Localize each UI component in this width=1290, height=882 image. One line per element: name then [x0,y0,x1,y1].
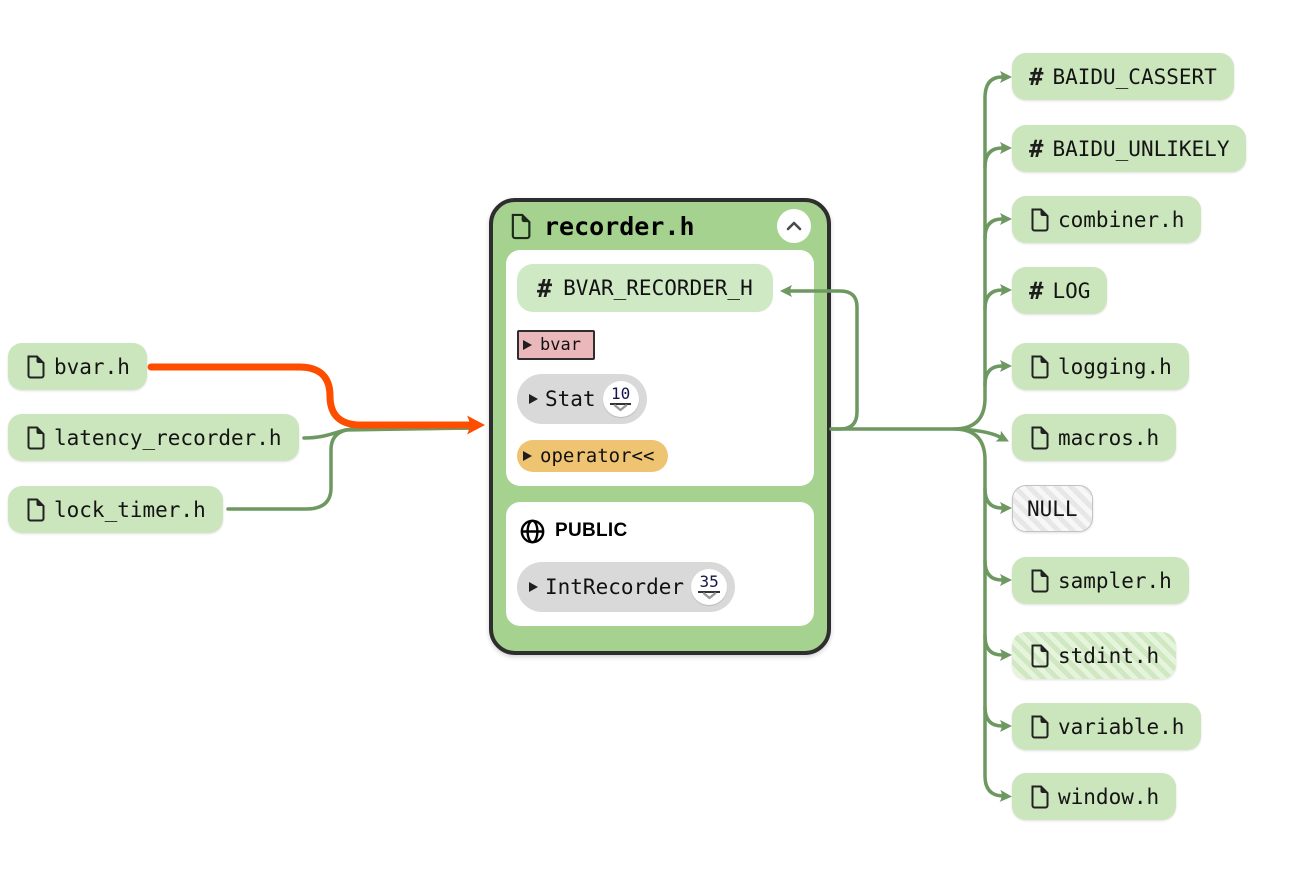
node-label: latency_recorder.h [54,425,282,450]
file-icon [27,355,45,378]
node-label: BAIDU_CASSERT [1052,64,1217,89]
symbol-class-intrecorder[interactable]: IntRecorder 35 [517,562,736,612]
file-icon [27,426,45,449]
file-icon [1031,355,1049,378]
symbol-label: BVAR_RECORDER_H [563,276,753,300]
symbol-function-operator-shl[interactable]: operator<< [517,440,669,472]
node-label: variable.h [1058,714,1185,739]
public-section-header: PUBLIC [517,516,628,546]
edge-to-sampler [983,559,1012,586]
file-icon [27,498,45,521]
node-label: bvar.h [54,354,130,379]
edge-to-macros [956,427,1009,442]
globe-icon [520,519,545,543]
file-icon [1031,644,1049,667]
member-count-badge[interactable]: 10 [602,381,639,417]
node-label: BAIDU_UNLIKELY [1052,136,1230,161]
file-icon [1031,208,1049,231]
triangle-right-icon [529,394,538,404]
node-title: recorder.h [544,211,695,241]
file-icon [511,213,531,239]
graph-node-macros-h[interactable]: macros.h [1012,414,1177,461]
node-label: lock_timer.h [54,497,206,522]
node-header: recorder.h [506,202,814,250]
edge-to-combiner [983,213,1012,240]
node-label: macros.h [1058,425,1160,450]
symbol-label: bvar [540,335,581,355]
file-icon [1031,426,1049,449]
graph-node-recorder-h[interactable]: recorder.h # BVAR_RECORDER_H bvar Stat 1… [489,198,831,655]
symbol-label: operator<< [540,445,655,467]
graph-node-null[interactable]: NULL [1012,485,1093,532]
node-label: stdint.h [1058,643,1160,668]
symbol-module-bvar[interactable]: bvar [517,330,595,360]
symbol-label: IntRecorder [545,575,685,599]
chevron-down-icon [702,592,716,600]
node-label: logging.h [1058,354,1172,379]
node-label: combiner.h [1058,207,1185,232]
graph-node-baidu-unlikely[interactable]: # BAIDU_UNLIKELY [1012,125,1247,172]
graph-node-window-h[interactable]: window.h [1012,773,1177,820]
collapse-button[interactable] [777,209,811,243]
graph-node-stdint-h[interactable]: stdint.h [1012,632,1177,679]
graph-node-combiner-h[interactable]: combiner.h [1012,196,1202,243]
graph-node-logging-h[interactable]: logging.h [1012,343,1189,390]
hash-icon: # [1029,134,1044,163]
edge-trunk-down [952,427,1012,802]
member-count-badge[interactable]: 35 [691,569,728,605]
triangle-right-icon [523,340,532,350]
symbols-panel: # BVAR_RECORDER_H bvar Stat 10 operator<… [506,250,814,486]
file-icon [1031,569,1049,592]
public-panel: PUBLIC IntRecorder 35 [506,502,814,626]
edge-trunk-up [829,71,1012,431]
hash-icon: # [1029,62,1044,91]
symbol-macro-bvar-recorder-h[interactable]: # BVAR_RECORDER_H [517,264,773,312]
file-icon [1031,785,1049,808]
member-count: 35 [698,572,720,593]
edge-to-log [983,284,1012,311]
section-title: PUBLIC [555,520,628,541]
member-count: 10 [609,384,632,405]
chevron-down-icon [613,404,628,412]
node-label: sampler.h [1058,568,1172,593]
graph-node-variable-h[interactable]: variable.h [1012,703,1202,750]
graph-node-baidu-cassert[interactable]: # BAIDU_CASSERT [1012,53,1234,100]
graph-node-bvar-h[interactable]: bvar.h [8,343,147,390]
edge-to-baidu-unlikely [983,142,1012,169]
edge-to-stdint [983,634,1012,661]
file-icon [1031,715,1049,738]
triangle-right-icon [523,451,532,461]
graph-node-latency-recorder-h[interactable]: latency_recorder.h [8,414,299,461]
edge-to-variable [983,705,1012,732]
edge-to-null [983,487,1012,514]
symbol-class-stat[interactable]: Stat 10 [517,374,647,424]
node-label: NULL [1027,496,1078,521]
triangle-right-icon [529,582,538,592]
node-label: window.h [1058,784,1160,809]
hash-icon: # [537,273,553,303]
graph-node-sampler-h[interactable]: sampler.h [1012,557,1189,604]
graph-node-log[interactable]: # LOG [1012,267,1108,314]
symbol-label: Stat [545,387,596,411]
graph-node-lock-timer-h[interactable]: lock_timer.h [8,486,223,533]
edge-to-logging [983,360,1012,387]
edge-latency-recorder-to-recorder [302,426,474,440]
hash-icon: # [1029,276,1044,305]
node-label: LOG [1052,278,1091,303]
chevron-up-icon [786,221,802,231]
